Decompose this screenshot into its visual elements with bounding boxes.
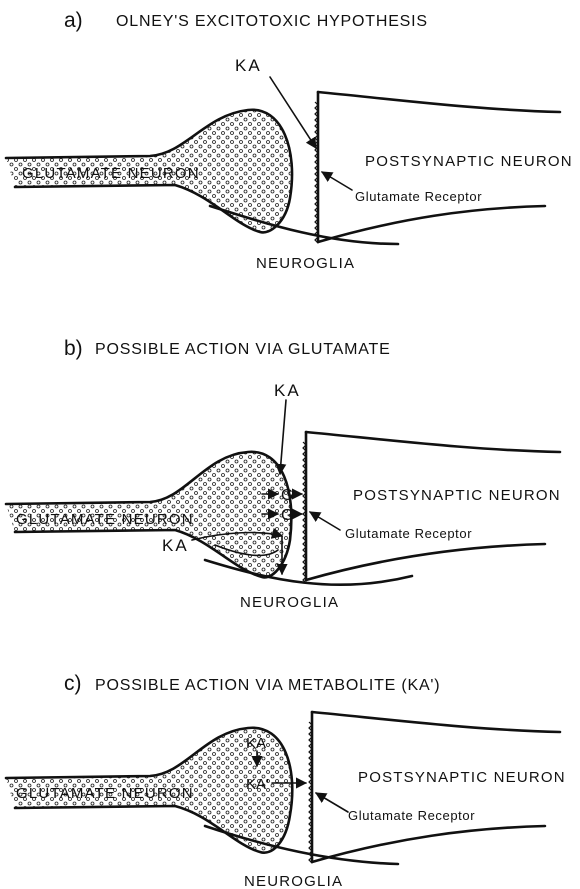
panel-a-letter: a) [64, 9, 83, 32]
panel-a-receptor-label: Glutamate Receptor [355, 189, 482, 204]
panel-b-letter: b) [64, 337, 83, 360]
panel-c-metabolite-label: KA' [246, 776, 269, 793]
panel-b-postsynaptic-label: POSTSYNAPTIC NEURON [353, 487, 561, 504]
panel-a-glutamate-neuron-label: GLUTAMATE NEURON [22, 165, 200, 182]
panel-c-receptor-arrow [316, 793, 348, 812]
panel-c-letter: c) [64, 672, 82, 695]
panel-a-title: OLNEY'S EXCITOTOXIC HYPOTHESIS [116, 13, 428, 30]
panel-a-postsynaptic-label: POSTSYNAPTIC NEURON [365, 153, 573, 170]
panel-c-receptor-label: Glutamate Receptor [348, 808, 475, 823]
panel-c-postsynaptic-bottom [312, 826, 545, 862]
panel-c-postsynaptic-label: POSTSYNAPTIC NEURON [358, 769, 566, 786]
panel-c-postsynaptic-top [312, 712, 560, 732]
panel-a-receptor-arrow [322, 172, 352, 190]
panel-b-receptor-arrow [310, 512, 340, 530]
panel-c: c) POSSIBLE ACTION VIA METABOLITE (KA') … [6, 672, 566, 889]
panel-b-ka-label: KA [274, 381, 301, 400]
panel-b-ka-glia-label: KA [162, 536, 189, 555]
panel-b-receptor-label: Glutamate Receptor [345, 526, 472, 541]
panel-c-ka-label: KA [246, 735, 266, 752]
panel-a: a) OLNEY'S EXCITOTOXIC HYPOTHESIS KA GLU… [6, 9, 573, 272]
panel-b: b) POSSIBLE ACTION VIA GLUTAMATE KA KA G… [6, 337, 561, 611]
panel-a-neuroglia-label: NEUROGLIA [256, 255, 355, 272]
panel-b-ka-arrow [280, 400, 286, 474]
panel-a-postsynaptic-bottom [318, 206, 545, 242]
panel-c-neuroglia-label: NEUROGLIA [244, 873, 343, 889]
panel-c-glutamate-neuron-label: GLUTAMATE NEURON [16, 785, 194, 802]
panel-b-g-label-2: G [281, 507, 293, 524]
panel-a-ka-label: KA [235, 56, 262, 75]
panel-b-title: POSSIBLE ACTION VIA GLUTAMATE [95, 341, 391, 358]
panel-c-title: POSSIBLE ACTION VIA METABOLITE (KA') [95, 677, 440, 694]
panel-b-g-label-1: G [281, 487, 293, 504]
panel-b-neuroglia-label: NEUROGLIA [240, 594, 339, 611]
panel-a-postsynaptic-top [318, 92, 560, 112]
panel-b-postsynaptic-bottom [306, 544, 545, 580]
panel-b-glutamate-neuron-label: GLUTAMATE NEURON [16, 511, 194, 528]
panel-b-postsynaptic-top [306, 432, 560, 452]
